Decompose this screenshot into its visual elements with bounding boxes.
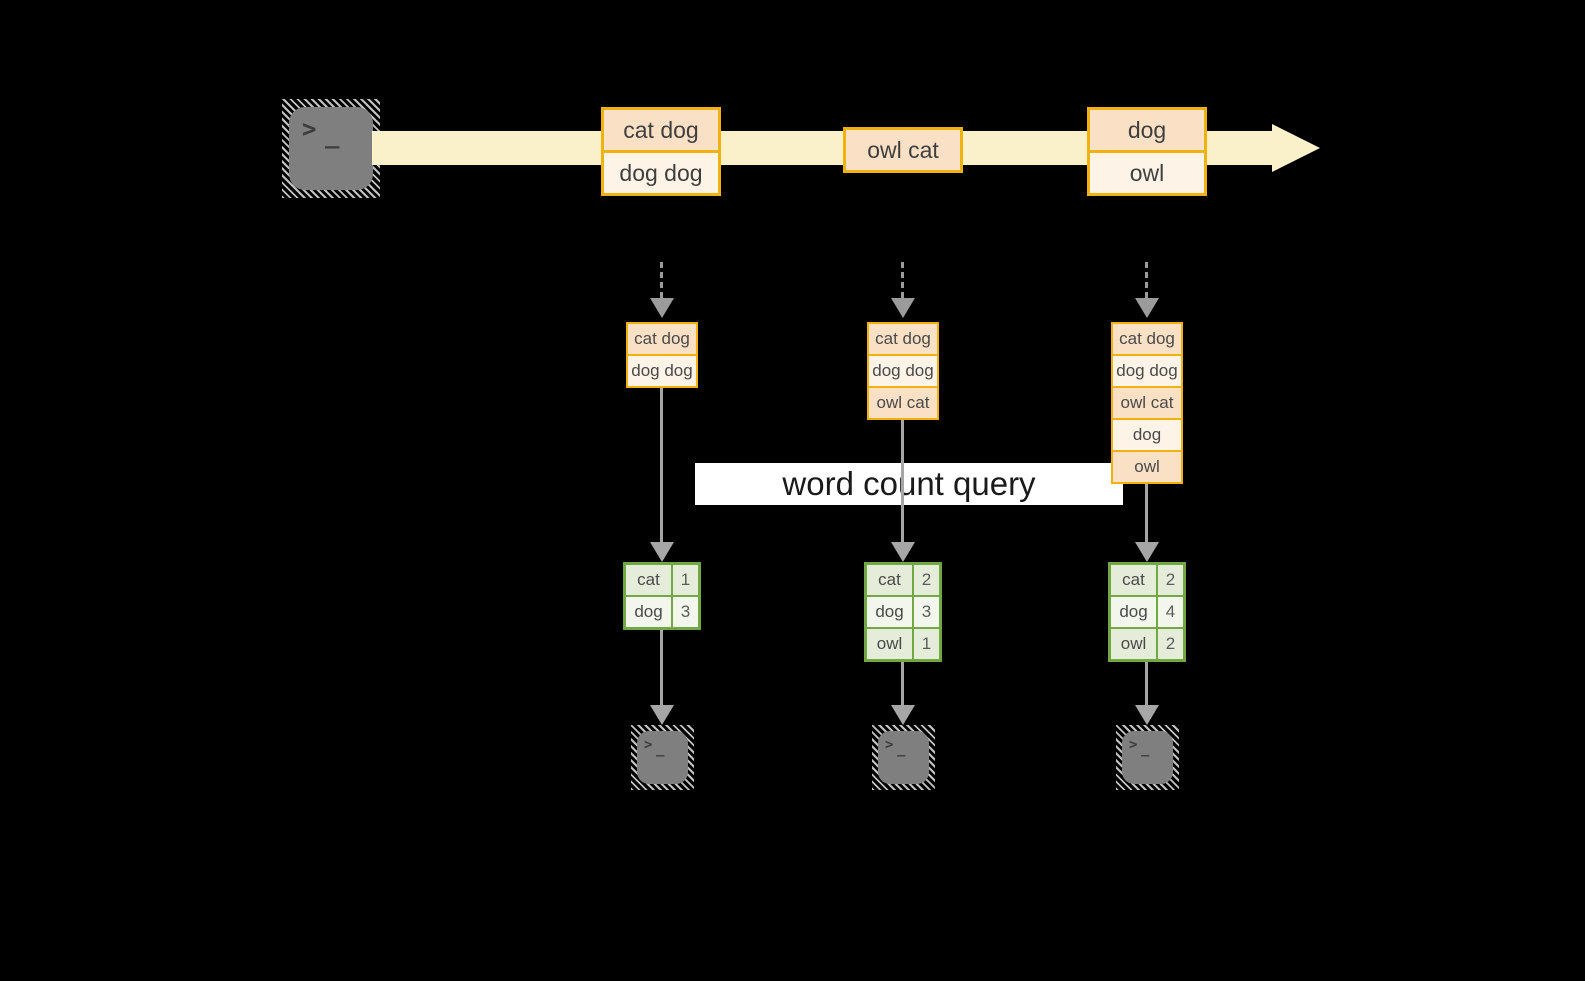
record-cell: owl cat xyxy=(846,130,960,170)
buffer-cell: owl cat xyxy=(1113,386,1181,418)
terminal-cursor-icon: _ xyxy=(897,741,906,757)
terminal-prompt-icon: > xyxy=(644,737,653,753)
word-count-table-2: cat 2 dog 3 owl 1 xyxy=(864,562,942,662)
count-cell: 3 xyxy=(680,602,691,621)
table-row: cat 2 xyxy=(1111,565,1183,595)
buffer-cell: owl cat xyxy=(869,386,937,418)
terminal-screen: > _ xyxy=(637,731,688,784)
buffer-cell: dog dog xyxy=(869,354,937,386)
output-terminal-icon-2: > _ xyxy=(872,725,935,790)
output-arrowhead-icon xyxy=(650,705,674,725)
word-cell: dog xyxy=(1111,597,1158,627)
buffer-cell: dog xyxy=(1113,418,1181,450)
query-arrowhead-icon xyxy=(891,542,915,562)
record-cell: dog xyxy=(1090,110,1204,150)
count-cell: 1 xyxy=(921,634,932,653)
output-terminal-icon-3: > _ xyxy=(1116,725,1179,790)
output-arrowhead-icon xyxy=(1135,705,1159,725)
query-label: word count query xyxy=(695,463,1123,505)
output-arrowhead-icon xyxy=(891,705,915,725)
output-arrow-line-3 xyxy=(1145,656,1148,705)
buffer-cell: owl xyxy=(1113,450,1181,482)
table-row: dog 3 xyxy=(626,595,698,627)
word-cell: cat xyxy=(626,565,673,595)
word-cell: owl xyxy=(867,629,914,659)
count-cell: 2 xyxy=(921,570,932,589)
query-arrowhead-icon xyxy=(650,542,674,562)
count-cell: 4 xyxy=(1165,602,1176,621)
buffer-cell: dog dog xyxy=(628,354,696,386)
word-cell: owl xyxy=(1111,629,1158,659)
record-cell: owl xyxy=(1090,150,1204,193)
word-cell: dog xyxy=(867,597,914,627)
output-arrow-line-2 xyxy=(901,656,904,705)
count-cell: 2 xyxy=(1165,634,1176,653)
source-terminal-icon: > _ xyxy=(282,99,380,198)
record-cell: cat dog xyxy=(604,110,718,150)
word-cell: cat xyxy=(867,565,914,595)
terminal-cursor-icon: _ xyxy=(1141,741,1150,757)
terminal-cursor-icon: _ xyxy=(656,741,665,757)
word-cell: cat xyxy=(1111,565,1158,595)
terminal-prompt-icon: > xyxy=(1129,737,1138,753)
count-cell: 1 xyxy=(680,570,691,589)
table-row: cat 1 xyxy=(626,565,698,595)
word-cell: dog xyxy=(626,597,673,627)
count-cell: 2 xyxy=(1165,570,1176,589)
ingest-arrow-line-2 xyxy=(901,262,904,298)
query-arrow-line-3 xyxy=(1145,480,1148,544)
buffer-cell: dog dog xyxy=(1113,354,1181,386)
stream-record-box-3: dog owl xyxy=(1087,107,1207,196)
terminal-prompt-icon: > xyxy=(885,737,894,753)
ingest-arrow-line-1 xyxy=(660,262,663,298)
ingest-arrow-line-3 xyxy=(1145,262,1148,298)
table-row: dog 3 xyxy=(867,595,939,627)
ingest-arrowhead-icon xyxy=(891,298,915,318)
terminal-prompt-icon: > xyxy=(302,115,317,143)
count-cell: 3 xyxy=(921,602,932,621)
output-terminal-icon-1: > _ xyxy=(631,725,694,790)
buffer-stack-1: cat dog dog dog xyxy=(626,322,698,388)
buffer-cell: cat dog xyxy=(628,324,696,354)
buffer-stack-2: cat dog dog dog owl cat xyxy=(867,322,939,420)
output-arrow-line-1 xyxy=(660,626,663,705)
table-row: owl 1 xyxy=(867,627,939,659)
buffer-stack-3: cat dog dog dog owl cat dog owl xyxy=(1111,322,1183,484)
query-arrowhead-icon xyxy=(1135,542,1159,562)
buffer-cell: cat dog xyxy=(1113,324,1181,354)
terminal-screen: > _ xyxy=(1122,731,1173,784)
terminal-screen: > _ xyxy=(878,731,929,784)
stream-record-box-1: cat dog dog dog xyxy=(601,107,721,196)
record-cell: dog dog xyxy=(604,150,718,193)
terminal-screen: > _ xyxy=(289,107,373,190)
terminal-cursor-icon: _ xyxy=(325,121,340,149)
word-count-table-1: cat 1 dog 3 xyxy=(623,562,701,630)
query-arrow-line-2 xyxy=(901,416,904,544)
stream-record-box-2: owl cat xyxy=(843,127,963,173)
query-arrow-line-1 xyxy=(660,384,663,544)
ingest-arrowhead-icon xyxy=(1135,298,1159,318)
table-row: cat 2 xyxy=(867,565,939,595)
table-row: owl 2 xyxy=(1111,627,1183,659)
stream-arrowhead-icon xyxy=(1272,124,1320,172)
ingest-arrowhead-icon xyxy=(650,298,674,318)
buffer-cell: cat dog xyxy=(869,324,937,354)
word-count-table-3: cat 2 dog 4 owl 2 xyxy=(1108,562,1186,662)
table-row: dog 4 xyxy=(1111,595,1183,627)
